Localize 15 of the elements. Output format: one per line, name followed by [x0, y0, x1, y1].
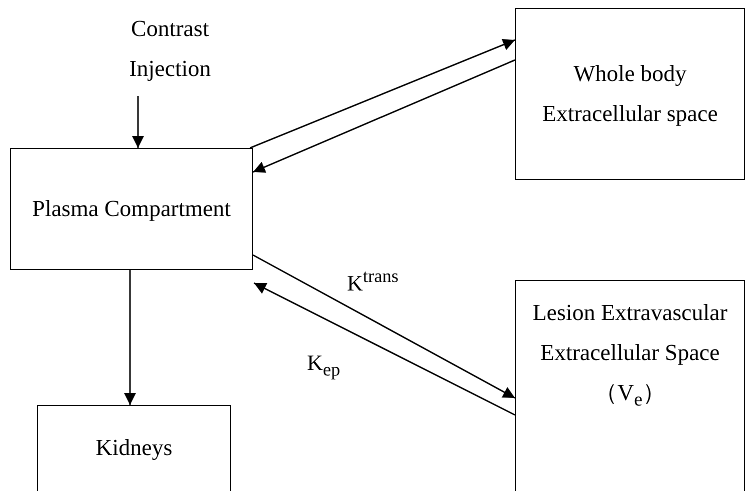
process-box	[10, 148, 253, 270]
process-box	[515, 280, 745, 491]
arrow	[254, 282, 516, 416]
process-box	[515, 8, 745, 180]
box-text: Plasma Compartment	[32, 195, 231, 223]
arrow	[252, 59, 516, 173]
box-text: Whole body Extracellular space	[541, 60, 719, 128]
arrow	[252, 254, 516, 399]
box-text: Kidneys	[96, 434, 172, 462]
arrow	[250, 38, 516, 149]
process-box	[37, 405, 231, 491]
box-text: Lesion Extravascular Extracellular Space （V$_{e}$）	[532, 299, 728, 413]
arrow	[132, 96, 144, 148]
injection-label: Contrast Injection	[110, 6, 230, 92]
arrow	[124, 270, 136, 405]
